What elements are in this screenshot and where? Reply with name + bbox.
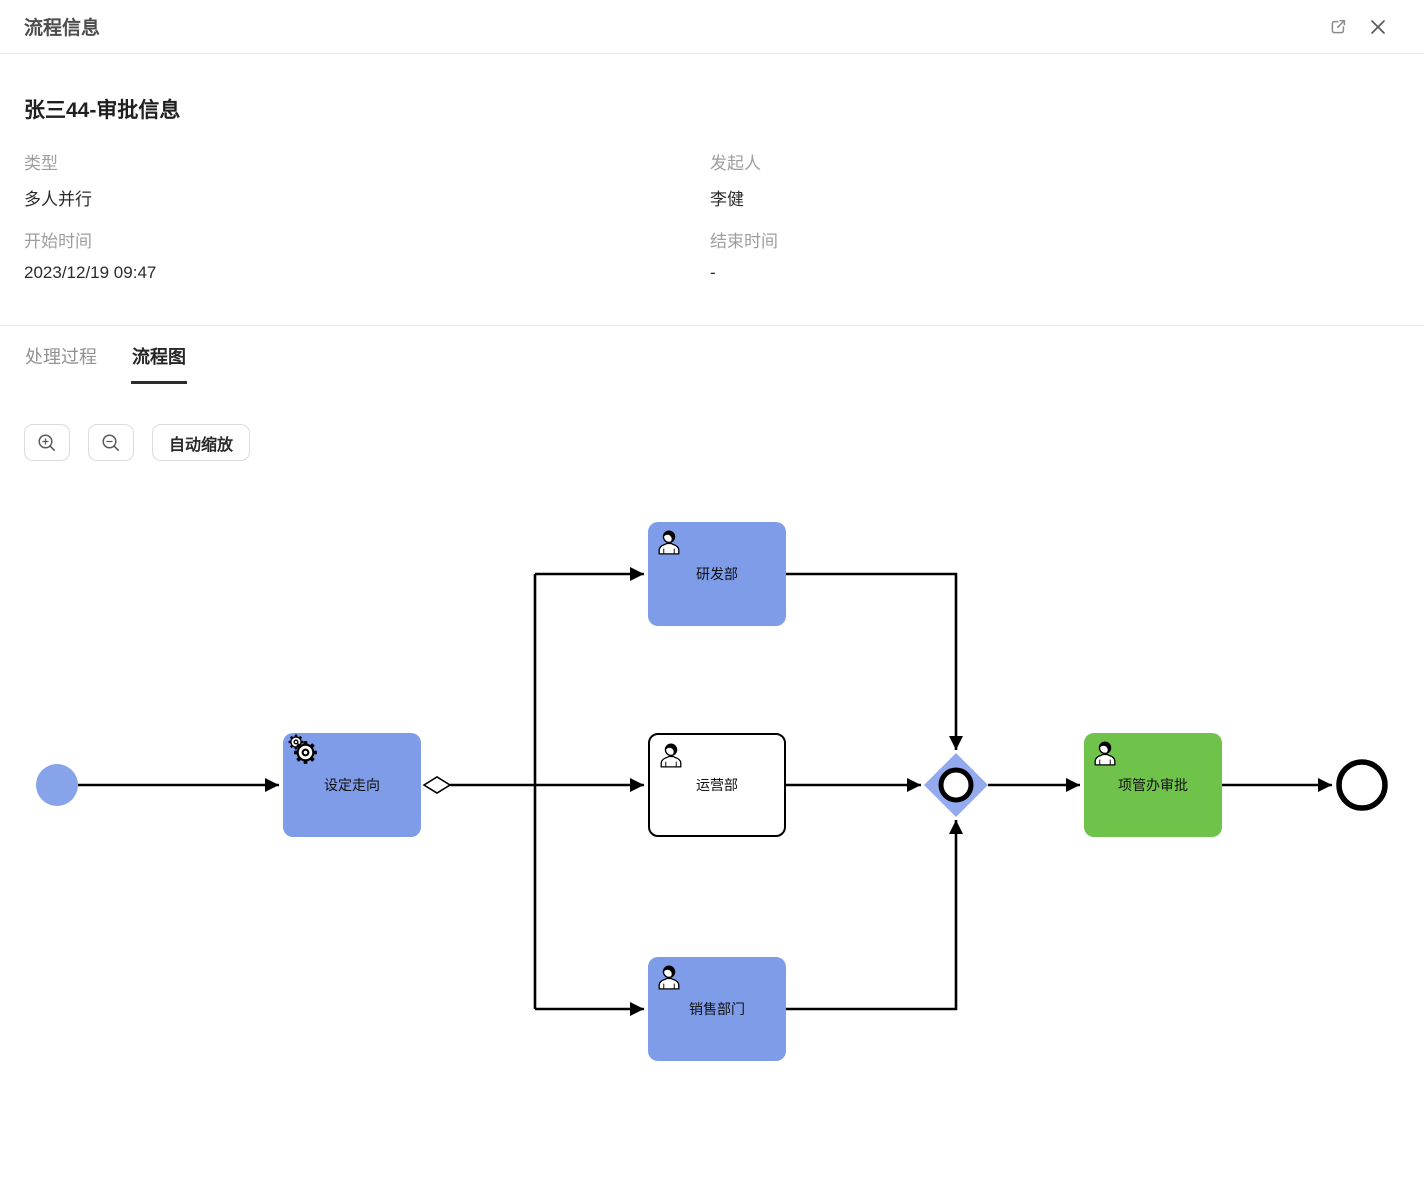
process-info-section: 张三44-审批信息 类型 多人并行 开始时间 2023/12/19 09:47 … (0, 54, 1424, 325)
tab-process-history[interactable]: 处理过程 (25, 347, 97, 367)
conditional-flow-marker (422, 776, 452, 794)
sequence-flow (786, 820, 963, 1011)
task-sales-dept[interactable]: 销售部门 (648, 957, 786, 1061)
dialog-header: 流程信息 (0, 0, 1424, 54)
start-time-value: 2023/12/19 09:47 (24, 263, 157, 282)
task-label: 销售部门 (689, 1001, 745, 1017)
sequence-flow (786, 572, 963, 750)
zoom-in-icon (38, 433, 55, 451)
end-event[interactable] (1336, 759, 1388, 811)
gears-icon (286, 733, 320, 767)
task-operations-dept[interactable]: 运营部 (648, 733, 786, 837)
start-event[interactable] (36, 764, 78, 806)
auto-fit-button[interactable]: 自动缩放 (152, 424, 251, 461)
task-label: 研发部 (696, 566, 738, 582)
tab-bar: 处理过程 流程图 (0, 325, 1424, 384)
type-value: 多人并行 (24, 190, 92, 209)
zoom-out-icon (102, 433, 119, 451)
tab-flow-diagram[interactable]: 流程图 (131, 326, 187, 384)
task-label: 设定走向 (324, 777, 380, 793)
person-icon (1091, 738, 1119, 766)
task-label: 项管办审批 (1118, 777, 1188, 793)
zoom-in-button[interactable] (24, 424, 70, 461)
diagram-toolbar: 自动缩放 (24, 424, 1424, 461)
process-title: 张三44-审批信息 (24, 99, 181, 122)
start-time-label: 开始时间 (24, 232, 92, 251)
field-end-time: 结束时间 - (710, 227, 1400, 283)
zoom-out-button[interactable] (88, 424, 134, 461)
person-icon (657, 740, 685, 768)
type-label: 类型 (24, 154, 58, 173)
end-time-label: 结束时间 (710, 232, 778, 251)
inclusive-gateway[interactable] (924, 753, 988, 817)
dialog-title: 流程信息 (24, 18, 101, 39)
task-set-direction[interactable]: 设定走向 (283, 733, 421, 837)
field-start-time: 开始时间 2023/12/19 09:47 (24, 227, 710, 283)
task-rnd-dept[interactable]: 研发部 (648, 522, 786, 626)
task-pmo-approval[interactable]: 项管办审批 (1084, 733, 1222, 837)
initiator-value: 李健 (710, 190, 744, 209)
initiator-label: 发起人 (710, 154, 761, 173)
end-time-value: - (710, 263, 716, 282)
person-icon (655, 962, 683, 990)
external-link-icon[interactable] (1324, 13, 1352, 41)
task-label: 运营部 (696, 777, 738, 793)
field-type: 类型 多人并行 (24, 149, 710, 210)
person-icon (655, 527, 683, 555)
field-initiator: 发起人 李健 (710, 149, 1400, 210)
close-icon[interactable] (1364, 13, 1392, 41)
